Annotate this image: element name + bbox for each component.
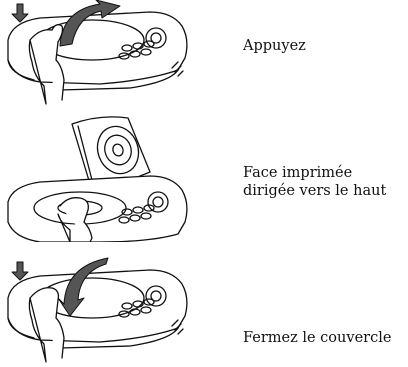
caption-line: Appuyez (243, 37, 306, 55)
caption-line: Face imprimée (243, 164, 386, 182)
step-close-lid: Fermez le couvercle (0, 250, 408, 367)
cd-insert-illustration (0, 112, 200, 242)
caption-press: Appuyez (243, 37, 306, 55)
caption-insert: Face imprimée dirigée vers le haut (243, 164, 386, 200)
step-press: Appuyez (0, 0, 408, 110)
caption-close: Fermez le couvercle (243, 329, 391, 347)
step-insert-cd: Face imprimée dirigée vers le haut (0, 112, 408, 242)
hand-icon (29, 288, 64, 362)
cd-player-close-illustration (0, 250, 200, 367)
press-arrow-icon (12, 262, 28, 280)
cd-player-open-illustration (0, 0, 200, 110)
caption-line: dirigée vers le haut (243, 182, 386, 200)
press-arrow-icon (12, 4, 28, 22)
caption-line: Fermez le couvercle (243, 329, 391, 347)
